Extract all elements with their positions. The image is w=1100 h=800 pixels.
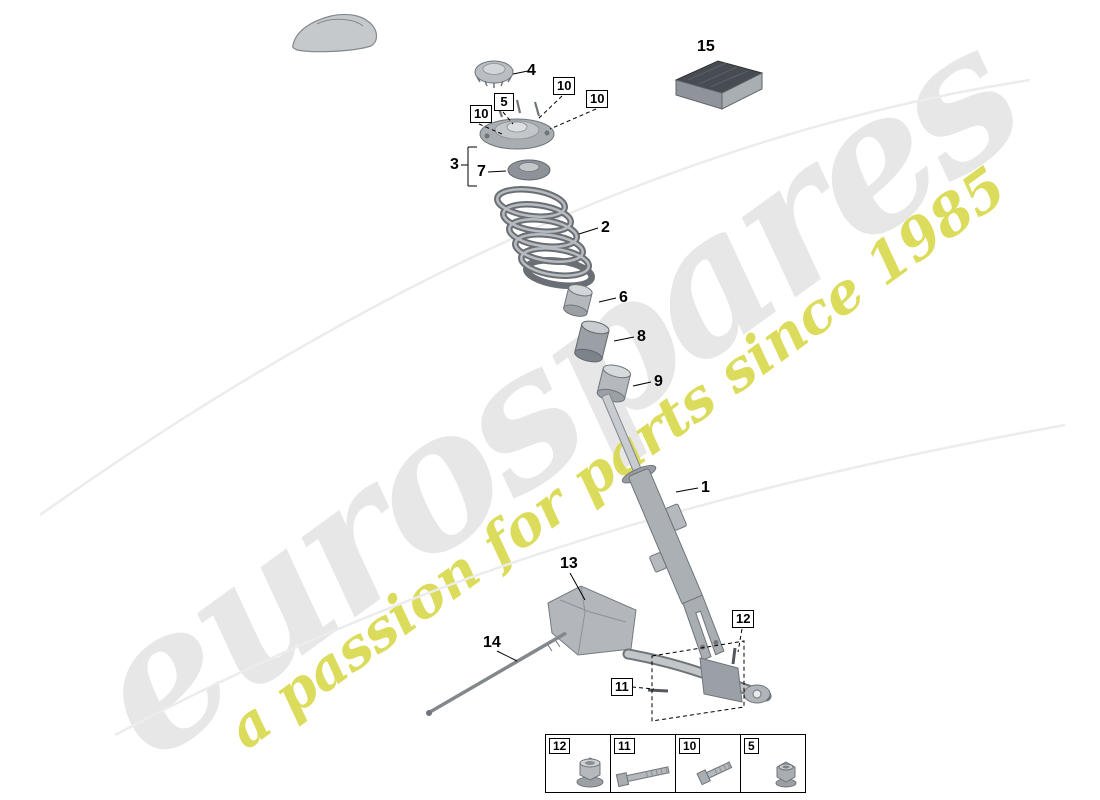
swoosh-curves (39, 78, 1066, 737)
part-label-7[interactable]: 7 (477, 163, 486, 180)
sleeve-part-8[interactable] (573, 319, 610, 365)
part-label-13[interactable]: 13 (560, 555, 578, 572)
cap-part-4[interactable] (474, 60, 514, 88)
hex-nut-icon (775, 761, 797, 788)
part-label-14[interactable]: 14 (483, 634, 501, 651)
dashed-leader-lines (478, 95, 745, 722)
legend-item-5[interactable]: 5 (741, 735, 805, 792)
rod-part-14[interactable] (426, 631, 567, 716)
part-ref-box-5[interactable]: 5 (494, 93, 514, 111)
legend-number-12: 12 (549, 738, 571, 754)
coil-spring-part-2[interactable] (494, 185, 595, 289)
fastener-legend: 12 11 10 (545, 734, 806, 793)
part-label-3[interactable]: 3 (450, 156, 459, 173)
part-label-1[interactable]: 1 (701, 479, 710, 496)
protective-shield-part-13[interactable] (547, 585, 637, 656)
flange-nut-icon (576, 757, 604, 788)
legend-item-12[interactable]: 12 (546, 735, 611, 792)
control-module-part-15[interactable] (674, 60, 764, 110)
part-label-6[interactable]: 6 (619, 289, 628, 306)
strut-mount-part-5[interactable] (479, 99, 555, 150)
sleeve-part-9[interactable] (596, 363, 632, 405)
hex-bolt-long-icon (615, 766, 670, 788)
legend-number-5: 5 (744, 738, 759, 754)
part-label-4[interactable]: 4 (527, 62, 536, 79)
legend-number-11: 11 (614, 738, 635, 754)
part-label-8[interactable]: 8 (637, 328, 646, 345)
bump-stop-part-6[interactable] (562, 283, 593, 319)
spring-bearing-part-7[interactable] (507, 159, 551, 181)
car-silhouette (292, 13, 378, 53)
shock-absorber-part-1[interactable] (584, 386, 737, 664)
legend-item-10[interactable]: 10 (676, 735, 741, 792)
leader-lines (461, 70, 699, 662)
part-ref-box-10-c[interactable]: 10 (470, 105, 493, 123)
part-ref-box-10-a[interactable]: 10 (553, 77, 576, 95)
part-label-15[interactable]: 15 (697, 38, 715, 55)
part-label-9[interactable]: 9 (654, 373, 663, 390)
legend-item-11[interactable]: 11 (611, 735, 676, 792)
part-ref-box-12[interactable]: 12 (732, 610, 755, 628)
legend-number-10: 10 (679, 738, 701, 754)
part-label-2[interactable]: 2 (601, 219, 610, 236)
hex-bolt-icon (696, 761, 733, 786)
part-ref-box-11[interactable]: 11 (611, 678, 633, 696)
part-ref-box-10-b[interactable]: 10 (586, 90, 609, 108)
stabilizer-bar-reference (622, 647, 772, 704)
